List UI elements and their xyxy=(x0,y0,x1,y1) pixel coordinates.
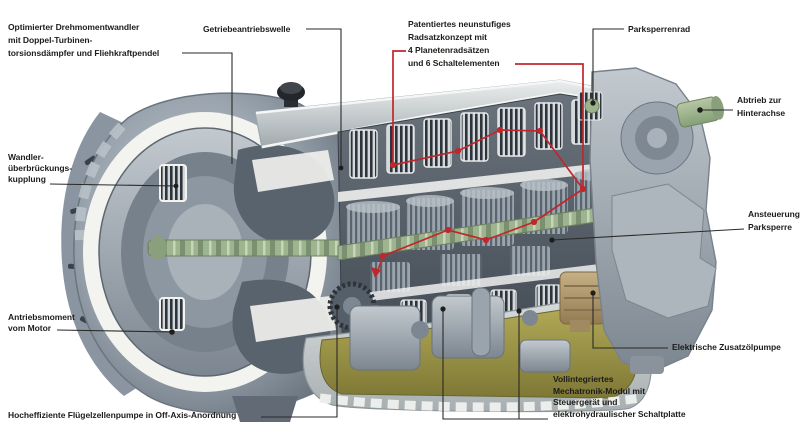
label-aux-oil-pump: Elektrische Zusatzölpumpe xyxy=(672,341,781,354)
label-output: Abtrieb zur Hinterachse xyxy=(737,94,785,120)
label-line: Patentiertes neunstufiges xyxy=(408,19,511,29)
label-engine-torque: Antriebsmoment vom Motor xyxy=(8,312,75,334)
output-shaft-stub xyxy=(676,96,724,128)
label-line: Hinterachse xyxy=(737,108,786,118)
label-line: Getriebeantriebswelle xyxy=(203,24,291,34)
shift-element-packs-upper xyxy=(349,99,600,179)
parking-lock-bracket xyxy=(611,183,717,319)
label-line: kupplung xyxy=(8,174,46,184)
valve-body-parts xyxy=(349,287,571,373)
label-lockup-clutch: Wandler- überbrückungs- kupplung xyxy=(8,152,72,185)
label-input-shaft: Getriebeantriebswelle xyxy=(203,23,290,36)
leader-lines xyxy=(49,28,745,420)
label-line: Steuergerät und xyxy=(553,397,618,407)
label-line: Radsatzkonzept mit xyxy=(408,32,487,42)
bell-housing xyxy=(61,92,349,422)
label-line: Parksperrenrad xyxy=(628,24,691,34)
input-shaft-green xyxy=(147,239,349,257)
label-line: überbrückungs- xyxy=(8,163,73,173)
gearset-annotation-dots xyxy=(371,126,587,278)
label-line: Mechatronik-Modul mit xyxy=(553,385,645,396)
label-line: torsionsdämpfer und Fliehkraftpendel xyxy=(8,48,160,58)
label-line: Vollintegriertes xyxy=(553,374,614,384)
label-parking-lock-actuation: Ansteuerung Parksperre xyxy=(748,208,800,234)
label-line: vom Motor xyxy=(8,323,51,333)
label-parking-lock-gear: Parksperrenrad xyxy=(628,23,690,36)
label-gearset-concept: Patentiertes neunstufiges Radsatzkonzept… xyxy=(408,18,511,70)
label-line: 4 Planetenradsätzen xyxy=(408,45,490,55)
electric-aux-oil-pump xyxy=(559,271,607,332)
label-line: Elektrische Zusatzölpumpe xyxy=(672,342,781,352)
leader-dots xyxy=(169,100,703,335)
label-torque-converter: Optimierter Drehmomentwandler mit Doppel… xyxy=(8,21,159,60)
label-line: Ansteuerung xyxy=(748,209,800,219)
label-line: Optimierter Drehmomentwandler xyxy=(8,22,140,32)
label-vane-pump: Hocheffiziente Flügelzellenpumpe in Off-… xyxy=(8,409,236,422)
label-line: und 6 Schaltelementen xyxy=(408,58,500,68)
gearset-annotation-path xyxy=(376,50,584,274)
label-mechatronics: Vollintegriertes Mechatronik-Modul mit S… xyxy=(553,374,686,420)
label-line: Hocheffiziente Flügelzellenpumpe in Off-… xyxy=(8,410,237,420)
breather-knob xyxy=(277,82,305,107)
label-line: elektrohydraulischer Schaltplatte xyxy=(553,408,686,419)
mounting-foot xyxy=(232,396,298,422)
label-line: Wandler- xyxy=(8,152,44,162)
label-line: Antriebsmoment xyxy=(8,312,75,322)
tail-housing xyxy=(577,67,724,374)
label-line: Parksperre xyxy=(748,222,792,232)
label-line: Abtrieb zur xyxy=(737,95,782,105)
lockup-clutch-pack xyxy=(159,164,187,202)
lower-gears xyxy=(370,246,550,292)
label-line: mit Doppel-Turbinen- xyxy=(8,35,93,45)
